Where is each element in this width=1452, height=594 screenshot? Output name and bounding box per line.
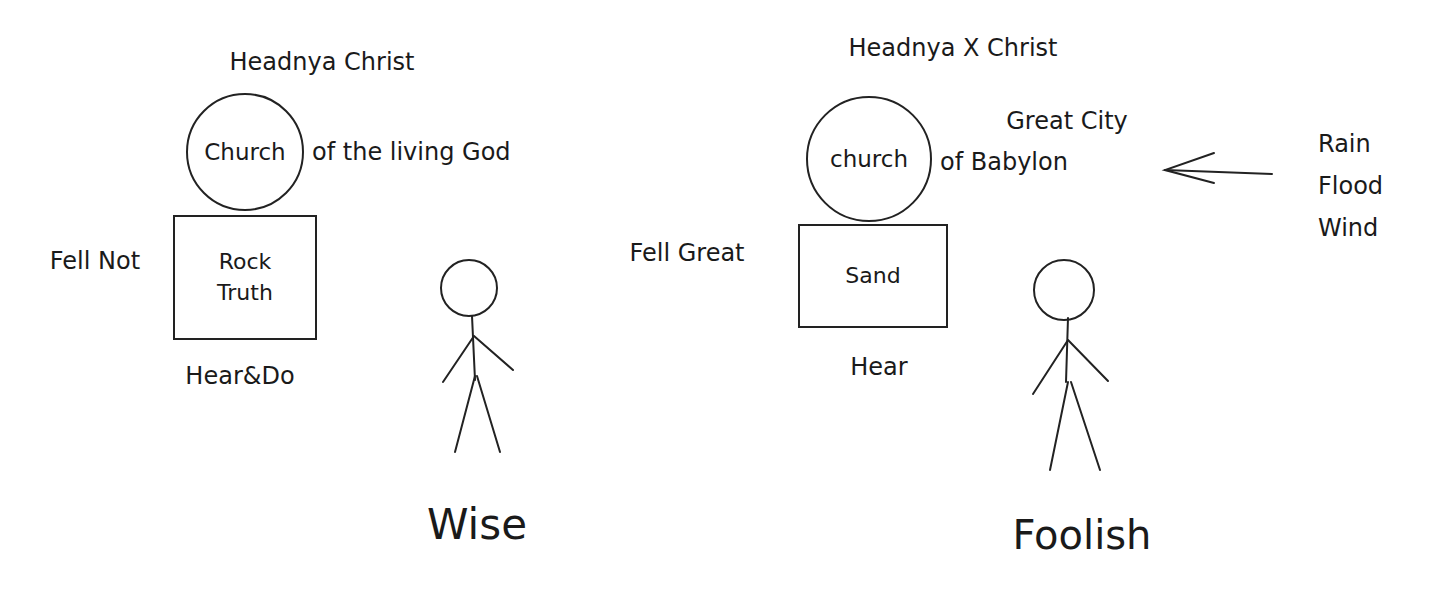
arrow-head <box>1165 153 1214 183</box>
head-label: Headnya Christ <box>230 48 415 77</box>
figure-title: Wise <box>427 500 527 550</box>
fell-label: Fell Great <box>629 239 744 268</box>
node-text: Rock Truth <box>217 247 273 309</box>
foundation-label: Hear&Do <box>185 362 294 391</box>
storm-arrow <box>1165 153 1272 183</box>
figure-arms <box>443 336 513 382</box>
figure-head <box>1034 260 1094 320</box>
figure-title: Foolish <box>1013 511 1152 559</box>
church-label: of Babylon <box>940 148 1068 177</box>
figure-legs <box>1050 382 1100 470</box>
node-text: Church <box>204 139 285 165</box>
figure-body <box>472 316 475 380</box>
wise-stick-figure <box>441 260 513 452</box>
foundation-label: Hear <box>850 353 907 382</box>
figure-head <box>441 260 497 316</box>
figure-arms <box>1033 340 1108 394</box>
head-label: Headnya X Christ <box>849 34 1058 63</box>
foundation-box: Sand <box>798 224 948 328</box>
node-text: church <box>830 146 908 172</box>
fell-label: Fell Not <box>50 247 140 276</box>
foundation-box: Rock Truth <box>173 215 317 340</box>
circle-outline-shape <box>187 94 303 210</box>
foolish-stick-figure <box>1033 260 1108 470</box>
circle-outline-shape <box>807 97 931 221</box>
node-text: Sand <box>845 261 900 292</box>
church-circle: church <box>806 96 932 222</box>
city-label: Great City <box>1006 107 1128 136</box>
church-label: of the living God <box>312 138 511 167</box>
figure-body <box>1066 318 1068 382</box>
church-circle: Church <box>186 93 304 211</box>
storm-label: Rain Flood Wind <box>1318 123 1383 249</box>
figure-legs <box>455 376 500 452</box>
